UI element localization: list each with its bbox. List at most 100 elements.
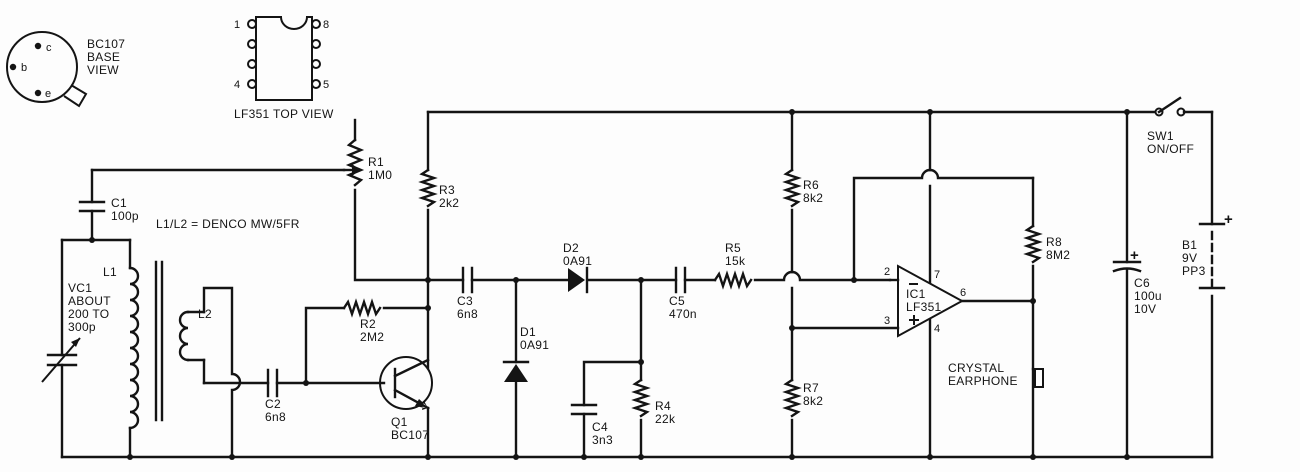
c3-name: C3	[457, 294, 473, 308]
ic1-pin-3: 3	[884, 315, 890, 327]
c6-capacitor	[1112, 267, 1142, 273]
r4-resistor	[631, 378, 651, 418]
l1-name: L1	[103, 265, 117, 279]
r1-value: 1M0	[368, 168, 392, 182]
c5-name: C5	[669, 294, 685, 308]
r6-value: 8k2	[803, 191, 823, 205]
l2-name: L2	[198, 307, 212, 321]
r4-name: R4	[655, 399, 671, 413]
c6-voltage: 10V	[1134, 302, 1156, 316]
ic1-pin-2: 2	[884, 266, 890, 278]
d1-name: D1	[520, 325, 536, 339]
c1-capacitor	[78, 200, 106, 213]
lf351-pin-4: 4	[234, 79, 240, 91]
ic1-pin-7: 7	[934, 269, 940, 281]
sw1-contact-b	[1176, 107, 1186, 117]
c1-name: C1	[111, 196, 127, 210]
c6-name: C6	[1134, 276, 1150, 290]
earphone-label-2: EARPHONE	[948, 374, 1018, 388]
d1-type: 0A91	[520, 338, 549, 352]
coil-note: L1/L2 = DENCO MW/5FR	[156, 217, 300, 231]
r7-name: R7	[803, 381, 819, 395]
sw1-label: ON/OFF	[1147, 142, 1194, 156]
junction-dots	[89, 109, 1130, 460]
sw1-contact-a	[1154, 107, 1164, 117]
c4-value: 3n3	[592, 433, 613, 447]
r6-resistor	[782, 168, 802, 208]
r2-name: R2	[360, 317, 376, 331]
detector-section	[426, 266, 892, 459]
sw1-name: SW1	[1147, 129, 1174, 143]
lf351-pin-8: 8	[323, 19, 329, 31]
q1-transistor	[379, 356, 433, 410]
bc107-pin-c: c	[46, 42, 52, 54]
d1-diode	[504, 364, 528, 382]
vc1-name: VC1	[68, 281, 92, 295]
r5-resistor	[713, 270, 753, 290]
r7-value: 8k2	[803, 394, 823, 408]
r2-resistor	[342, 298, 382, 318]
l2-wires	[202, 286, 242, 459]
c5-capacitor	[674, 266, 687, 294]
ic1-plus-mark	[909, 315, 919, 325]
r3-resistor	[418, 168, 438, 208]
c2-name: C2	[265, 397, 281, 411]
l2-coil	[178, 310, 190, 362]
r8-value: 8M2	[1046, 248, 1070, 262]
power-supply	[1112, 96, 1226, 459]
r1-wiper-arrow	[352, 164, 360, 176]
b1-type: PP3	[1182, 264, 1206, 278]
r5-name: R5	[725, 241, 741, 255]
c2-capacitor	[266, 368, 279, 398]
r7-resistor	[782, 378, 802, 418]
ic1-pin-4: 4	[934, 323, 940, 335]
r5-value: 15k	[725, 254, 746, 268]
ic1-name: IC1	[906, 287, 926, 301]
r1-name: R1	[368, 155, 384, 169]
bc107-dot-e	[34, 89, 42, 97]
b1-plus: +	[1224, 211, 1233, 228]
bc107-tab	[63, 84, 88, 108]
d2-type: 0A91	[563, 254, 592, 268]
crystal-earphone	[1034, 368, 1044, 388]
ic1-pin-6: 6	[960, 287, 966, 299]
lf351-top-view: 1 8 4 5 LF351 TOP VIEW	[234, 16, 334, 121]
bc107-dot-b	[9, 63, 17, 71]
lf351-pin-1: 1	[234, 19, 240, 31]
c4-name: C4	[592, 420, 608, 434]
vc1-line4: 300p	[68, 320, 96, 334]
lf351-pin-5: 5	[323, 79, 329, 91]
earphone-label-1: CRYSTAL	[948, 361, 1004, 375]
audio-amplifier	[852, 110, 1044, 459]
c2-value: 6n8	[265, 410, 286, 424]
r2-value: 2M2	[360, 330, 384, 344]
q1-type: BC107	[391, 428, 429, 442]
r4-value: 22k	[655, 412, 676, 426]
ferrite-core	[154, 260, 164, 422]
b1-voltage: 9V	[1182, 251, 1197, 265]
bc107-outline	[6, 31, 78, 103]
c3-capacitor	[461, 266, 474, 294]
bc107-dot-c	[34, 42, 42, 50]
b1-name: B1	[1182, 238, 1197, 252]
vc1-line2: ABOUT	[68, 294, 111, 308]
lf351-package	[255, 16, 313, 101]
c6-plus: +	[1130, 247, 1139, 264]
rf-amplifier	[304, 110, 438, 459]
r6-name: R6	[803, 178, 819, 192]
r1-resistor	[345, 138, 365, 187]
bc107-pin-b: b	[21, 62, 27, 74]
bc107-title-3: VIEW	[87, 63, 119, 77]
bias-divider	[782, 110, 900, 459]
r8-name: R8	[1046, 235, 1062, 249]
c6-value: 100u	[1134, 289, 1162, 303]
c3-value: 6n8	[457, 307, 478, 321]
r3-name: R3	[439, 183, 455, 197]
r3-value: 2k2	[439, 196, 459, 210]
l1-coil	[128, 266, 140, 430]
ic1-type: LF351	[906, 300, 942, 314]
vc1-variable-arrow	[41, 337, 81, 383]
sw1-switch-lever	[1157, 96, 1182, 114]
d2-name: D2	[563, 241, 579, 255]
